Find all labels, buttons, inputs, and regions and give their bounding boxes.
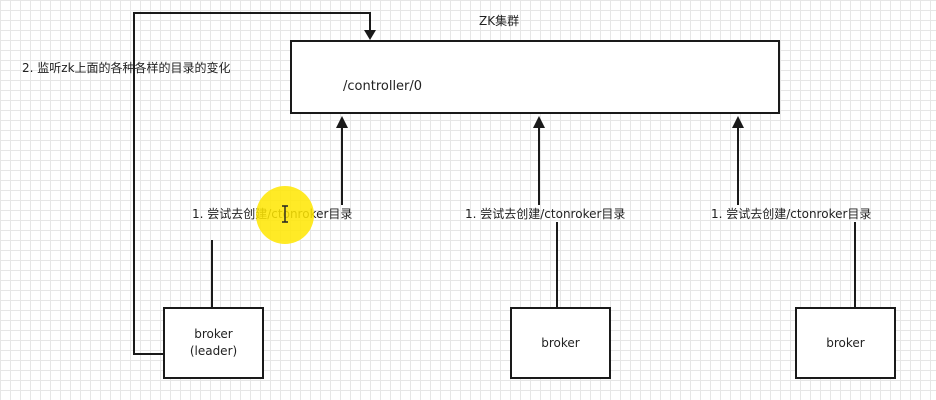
broker-leader-role: (leader) (189, 344, 238, 358)
broker-3-arrowhead (732, 116, 744, 128)
broker-leader-name: broker (194, 327, 233, 341)
controller-path-label: /controller/0 (343, 79, 423, 94)
broker-node-3: broker (795, 307, 896, 379)
watch-note-label: 2. 监听zk上面的各种各样的目录的变化 (22, 61, 231, 75)
broker-2-arrowhead (533, 116, 545, 128)
broker-node-2: broker (510, 307, 611, 379)
leader-arrowhead (336, 116, 348, 128)
watch-loop-line (133, 12, 371, 355)
zk-controller-box (290, 40, 780, 114)
broker-3-name: broker (826, 335, 865, 350)
zk-cluster-title: ZK集群 (479, 14, 520, 28)
watch-arrowhead (364, 30, 376, 40)
broker-2-create-label: 1. 尝试去创建/ctonroker目录 (465, 207, 626, 221)
broker-2-name: broker (541, 335, 580, 350)
broker-3-create-label: 1. 尝试去创建/ctonroker目录 (711, 207, 872, 221)
broker-leader-node: broker (leader) (163, 307, 264, 379)
text-cursor-icon (282, 205, 288, 223)
